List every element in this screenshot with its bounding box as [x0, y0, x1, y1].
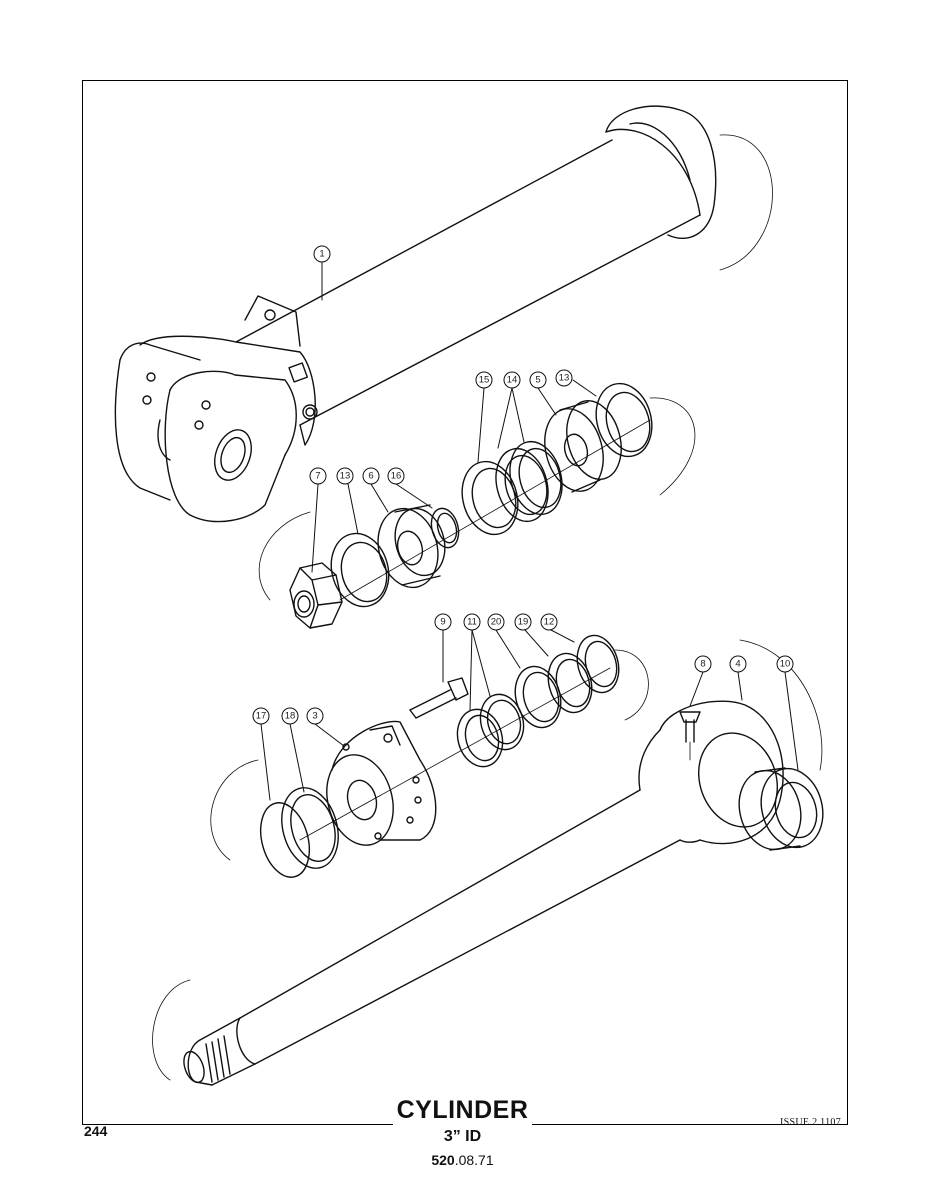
callout-20: 20 [487, 613, 505, 631]
svg-text:10: 10 [780, 659, 791, 670]
callout-7: 7 [309, 467, 327, 485]
callout-4: 4 [729, 655, 747, 673]
svg-text:5: 5 [535, 375, 540, 386]
issue-label: ISSUE 2 1107 [779, 1117, 841, 1128]
svg-text:11: 11 [467, 617, 477, 628]
callout-13-upper: 13 [555, 369, 573, 387]
part-code-bold: 520 [431, 1152, 455, 1168]
svg-text:1: 1 [319, 249, 324, 260]
svg-text:19: 19 [518, 617, 529, 628]
svg-text:13: 13 [559, 373, 570, 384]
callout-6: 6 [362, 467, 380, 485]
svg-text:16: 16 [391, 471, 402, 482]
svg-text:15: 15 [479, 375, 490, 386]
callout-8: 8 [694, 655, 712, 673]
svg-text:18: 18 [285, 711, 296, 722]
svg-text:6: 6 [368, 471, 373, 482]
part-code: 520.08.71 [0, 1152, 925, 1168]
callout-12: 12 [540, 613, 558, 631]
callout-15: 15 [475, 371, 493, 389]
svg-text:13: 13 [340, 471, 351, 482]
callout-1: 1 [313, 245, 331, 263]
svg-text:20: 20 [491, 617, 502, 628]
page-number: 244 [84, 1123, 108, 1139]
callout-9: 9 [434, 613, 452, 631]
callout-19: 19 [514, 613, 532, 631]
page-title: CYLINDER [392, 1096, 533, 1125]
callout-18: 18 [281, 707, 299, 725]
piston-seal-stack [258, 382, 696, 629]
callout-14: 14 [503, 371, 521, 389]
svg-text:9: 9 [440, 617, 445, 628]
part-code-rest: .08.71 [454, 1152, 494, 1168]
leader-lines [260, 261, 799, 801]
callout-10: 10 [776, 655, 794, 673]
callout-11: 11 [463, 613, 481, 631]
page-subtitle: 3” ID [443, 1128, 482, 1145]
svg-text:4: 4 [735, 659, 740, 670]
svg-text:3: 3 [312, 711, 317, 722]
cylinder-barrel [114, 105, 773, 523]
callout-17: 17 [252, 707, 270, 725]
svg-text:8: 8 [700, 659, 705, 670]
callout-3: 3 [306, 707, 324, 725]
piston-rod [152, 639, 824, 1086]
callout-labels: 1 15 14 5 13 7 13 6 16 9 11 20 19 12 8 4… [252, 245, 794, 725]
svg-text:14: 14 [507, 375, 518, 386]
callout-13-lower: 13 [336, 467, 354, 485]
svg-text:7: 7 [315, 471, 320, 482]
svg-text:12: 12 [544, 617, 555, 628]
title-row: CYLINDER [0, 1096, 925, 1125]
gland-head-stack [210, 634, 649, 878]
svg-text:17: 17 [256, 711, 267, 722]
callout-5: 5 [529, 371, 547, 389]
callout-16: 16 [387, 467, 405, 485]
